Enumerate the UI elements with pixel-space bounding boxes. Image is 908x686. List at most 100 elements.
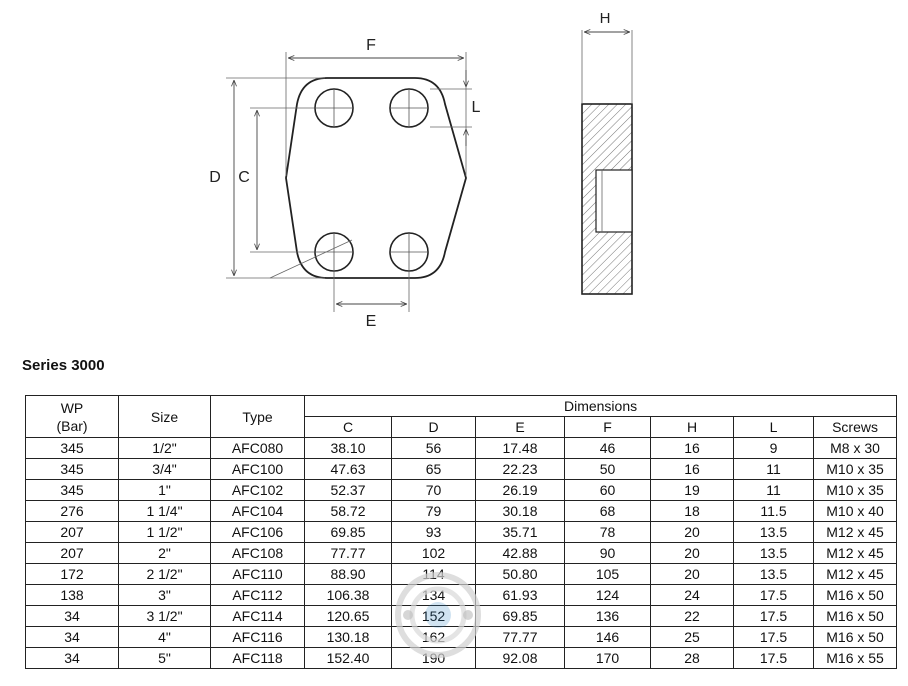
cell-f: 60 [564, 479, 651, 501]
header-dim-e: E [475, 416, 565, 438]
header-dim-h: H [650, 416, 734, 438]
cell-e: 92.08 [475, 647, 565, 669]
cell-f: 105 [564, 563, 651, 585]
cell-e: 35.71 [475, 521, 565, 543]
dimension-e: E [333, 272, 410, 330]
cell-e: 17.48 [475, 437, 565, 459]
cell-l: 17.5 [733, 647, 814, 669]
cell-screws: M16 x 50 [812, 605, 898, 627]
cell-h: 16 [650, 458, 734, 480]
cell-wp: 138 [25, 584, 119, 606]
dimension-f: F [285, 37, 467, 176]
cell-l: 11 [733, 458, 814, 480]
header-wp: WP (Bar) [25, 395, 119, 438]
dim-label-l: L [472, 99, 481, 116]
cell-size: 1 1/4" [118, 500, 211, 522]
cell-d: 56 [391, 437, 476, 459]
flange-side-view: H [581, 10, 633, 295]
header-wp-line2: (Bar) [56, 417, 88, 434]
cell-type: AFC114 [210, 605, 305, 627]
cell-c: 120.65 [304, 605, 392, 627]
cell-screws: M16 x 50 [812, 626, 898, 648]
cell-c: 69.85 [304, 521, 392, 543]
cell-screws: M10 x 40 [812, 500, 898, 522]
cell-l: 17.5 [733, 584, 814, 606]
flange-technical-drawing: F D C E L H [209, 10, 633, 330]
cell-f: 50 [564, 458, 651, 480]
cell-type: AFC104 [210, 500, 305, 522]
cell-l: 17.5 [733, 626, 814, 648]
cell-f: 68 [564, 500, 651, 522]
cell-e: 22.23 [475, 458, 565, 480]
dimension-c: C [238, 107, 314, 253]
cell-type: AFC108 [210, 542, 305, 564]
cell-f: 170 [564, 647, 651, 669]
cell-h: 20 [650, 563, 734, 585]
cell-size: 3/4" [118, 458, 211, 480]
cell-d: 102 [391, 542, 476, 564]
cell-h: 16 [650, 437, 734, 459]
cell-d: 93 [391, 521, 476, 543]
cell-size: 5" [118, 647, 211, 669]
cell-h: 24 [650, 584, 734, 606]
cell-h: 18 [650, 500, 734, 522]
cell-d: 114 [391, 563, 476, 585]
bolt-hole-bottom-right [389, 232, 429, 272]
cell-e: 77.77 [475, 626, 565, 648]
cell-screws: M16 x 50 [812, 584, 898, 606]
cell-size: 2 1/2" [118, 563, 211, 585]
cell-size: 3 1/2" [118, 605, 211, 627]
dim-label-d: D [209, 169, 221, 186]
cell-wp: 345 [25, 479, 119, 501]
cell-type: AFC100 [210, 458, 305, 480]
header-dim-d: D [391, 416, 476, 438]
cell-type: AFC112 [210, 584, 305, 606]
cell-f: 46 [564, 437, 651, 459]
cell-type: AFC110 [210, 563, 305, 585]
cell-type: AFC116 [210, 626, 305, 648]
cell-wp: 172 [25, 563, 119, 585]
cell-f: 124 [564, 584, 651, 606]
cell-h: 25 [650, 626, 734, 648]
cell-d: 162 [391, 626, 476, 648]
cell-e: 50.80 [475, 563, 565, 585]
header-type: Type [210, 395, 305, 438]
dim-label-h: H [600, 10, 611, 27]
cell-screws: M10 x 35 [812, 479, 898, 501]
cell-d: 79 [391, 500, 476, 522]
cell-h: 20 [650, 542, 734, 564]
bolt-hole-top-left [314, 88, 354, 128]
cell-wp: 34 [25, 605, 119, 627]
bolt-hole-bottom-left [314, 232, 354, 272]
cell-f: 78 [564, 521, 651, 543]
cell-c: 106.38 [304, 584, 392, 606]
bolt-hole-top-right [389, 88, 429, 128]
cell-l: 9 [733, 437, 814, 459]
cell-c: 88.90 [304, 563, 392, 585]
cell-e: 61.93 [475, 584, 565, 606]
cell-type: AFC106 [210, 521, 305, 543]
cell-e: 30.18 [475, 500, 565, 522]
cell-f: 146 [564, 626, 651, 648]
cell-h: 28 [650, 647, 734, 669]
cell-f: 136 [564, 605, 651, 627]
cell-c: 152.40 [304, 647, 392, 669]
cell-wp: 207 [25, 542, 119, 564]
cell-wp: 34 [25, 647, 119, 669]
cell-type: AFC080 [210, 437, 305, 459]
cell-l: 11 [733, 479, 814, 501]
cell-l: 13.5 [733, 563, 814, 585]
dimension-d: D [209, 77, 325, 279]
cell-h: 19 [650, 479, 734, 501]
cell-d: 152 [391, 605, 476, 627]
cell-size: 2" [118, 542, 211, 564]
cell-screws: M12 x 45 [812, 542, 898, 564]
cell-type: AFC118 [210, 647, 305, 669]
header-dim-f: F [564, 416, 651, 438]
header-wp-line1: WP [60, 399, 84, 416]
